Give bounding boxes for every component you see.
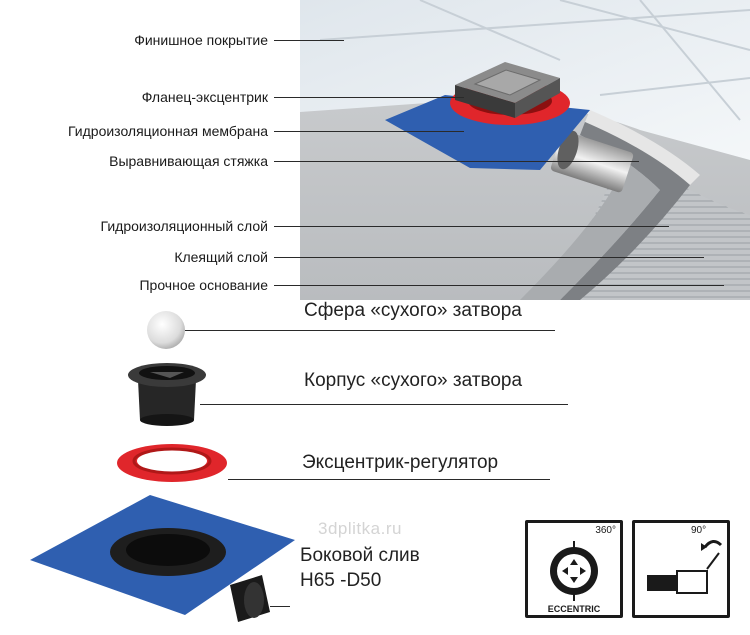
- leader-adhesive: [274, 257, 704, 258]
- label-membrane: Гидроизоляционная мембрана: [68, 123, 268, 139]
- label-base: Прочное основание: [139, 277, 268, 293]
- sphere-part: [147, 311, 185, 349]
- leader-finish: [274, 40, 344, 41]
- label-body: Корпус «сухого» затвора: [304, 370, 523, 391]
- leader-waterproof: [274, 226, 669, 227]
- label-flange: Фланец-эксцентрик: [141, 89, 268, 105]
- label-eccentric: Эксцентрик-регулятор: [302, 452, 499, 473]
- leader-base: [274, 285, 724, 286]
- leader-drain: [270, 606, 290, 607]
- label-screed: Выравнивающая стяжка: [109, 153, 268, 169]
- badge-eccentric-text: ECCENTRIC: [547, 604, 601, 614]
- leader-sphere: [185, 330, 555, 331]
- rotation-arrows-icon: [550, 541, 598, 601]
- label-finish: Финишное покрытие: [134, 32, 268, 48]
- side-drain-part: [30, 495, 295, 622]
- drain-grate: [455, 62, 560, 118]
- eccentric-360-badge: 360° ECCENTRIC: [525, 520, 623, 618]
- label-adhesive: Клеящий слой: [174, 249, 268, 265]
- leader-body: [200, 404, 568, 405]
- label-waterproof: Гидроизоляционный слой: [100, 218, 268, 234]
- leader-flange: [274, 97, 464, 98]
- label-sphere: Сфера «сухого» затвора: [304, 300, 522, 321]
- badge-angle-90: 90°: [691, 525, 707, 536]
- leader-eccentric: [228, 479, 550, 480]
- label-drain-line2: H65 -D50: [300, 570, 382, 591]
- leader-membrane: [274, 131, 464, 132]
- tilt-90-badge: 90°: [632, 520, 730, 618]
- leader-screed: [274, 161, 639, 162]
- eccentric-ring-part: [117, 444, 227, 482]
- badge-angle-360: 360°: [595, 525, 616, 536]
- tilt-pipe-icon: [647, 540, 723, 594]
- watermark: 3dplitka.ru: [318, 519, 402, 538]
- trap-body-part: [128, 363, 206, 426]
- label-drain-line1: Боковой слив: [300, 545, 420, 566]
